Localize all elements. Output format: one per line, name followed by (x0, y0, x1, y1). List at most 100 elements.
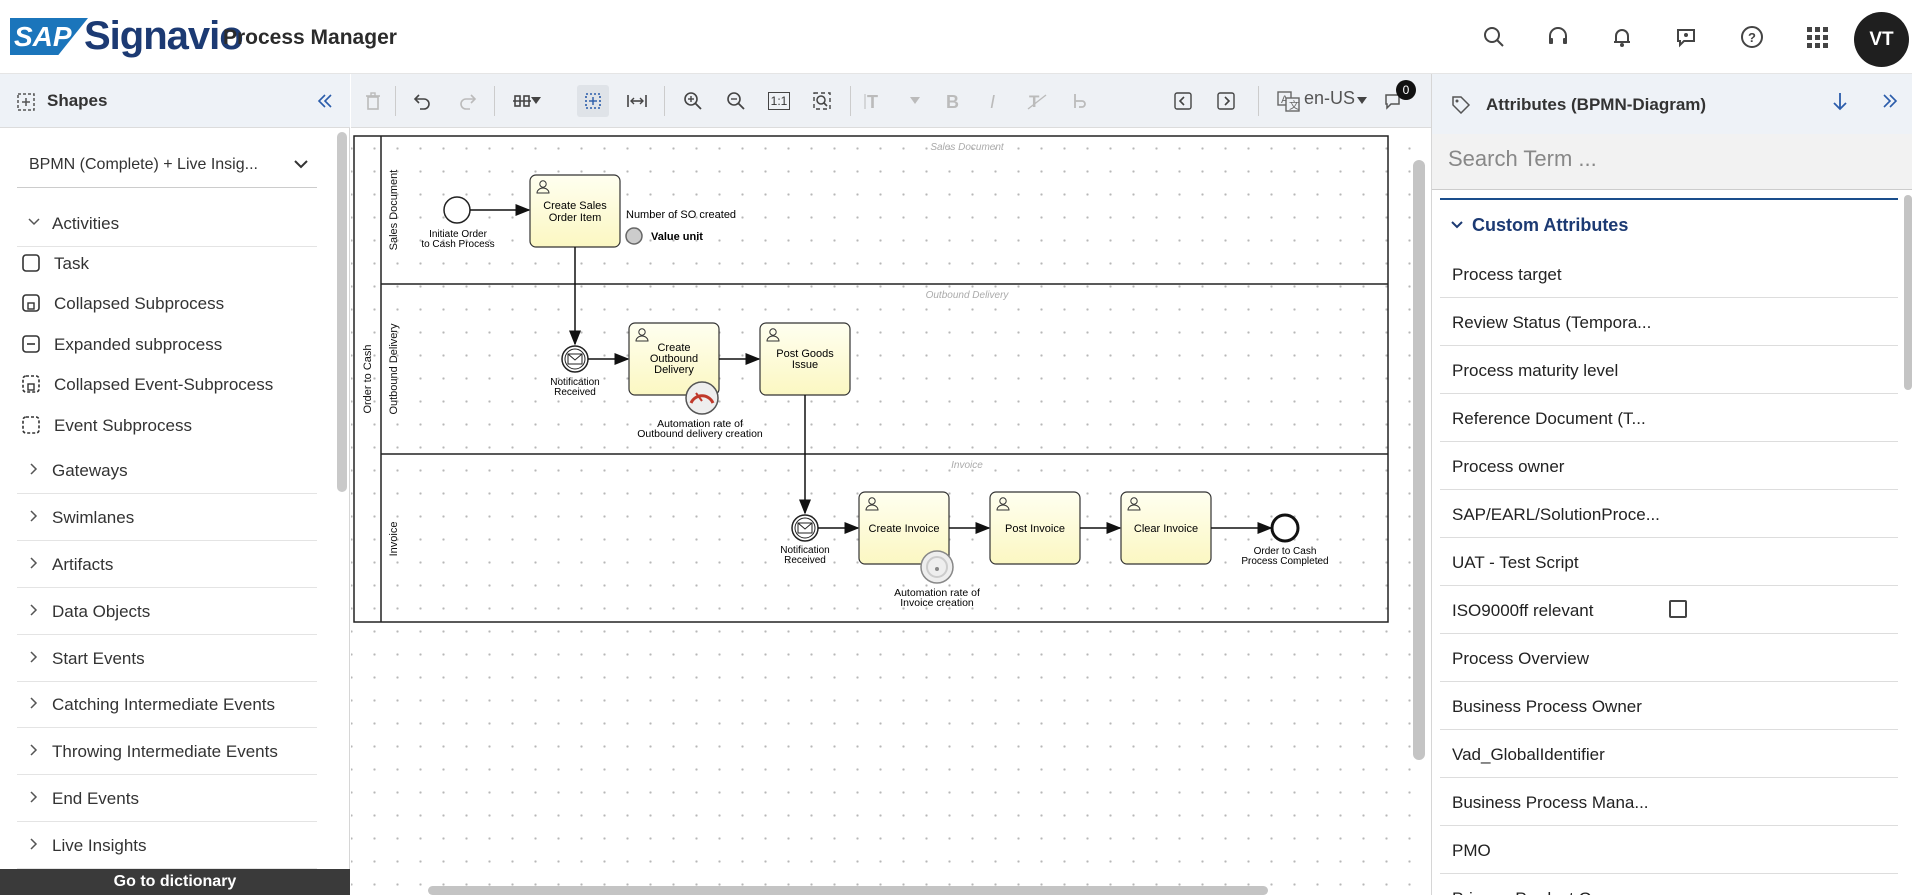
support-headset-icon[interactable] (1540, 19, 1576, 55)
category-throwing-intermediate-events[interactable]: Throwing Intermediate Events (17, 729, 317, 775)
category-swimlanes[interactable]: Swimlanes (17, 495, 317, 541)
zoom-fit-icon[interactable] (806, 85, 838, 117)
shapes-panel-scrollbar[interactable] (337, 132, 347, 492)
attribute-row[interactable]: Process owner (1440, 442, 1898, 490)
app-header: SAP Signavio Process Manager ? VT (0, 0, 1912, 74)
attributes-scrollbar[interactable] (1904, 195, 1912, 390)
automation-label-2: Invoice creation (900, 597, 974, 609)
user-task-icon (865, 497, 879, 511)
help-icon[interactable]: ? (1734, 19, 1770, 55)
attribute-label: Primary Product Owner (1452, 889, 1629, 895)
attribute-row[interactable]: ISO9000ff relevant (1440, 586, 1898, 634)
bold-icon[interactable]: B (936, 85, 968, 117)
collapse-panel-icon[interactable] (316, 92, 334, 115)
notification-label-1: Notification (550, 377, 599, 388)
category-activities[interactable]: Activities (17, 201, 317, 247)
attribute-row[interactable]: PMO (1440, 826, 1898, 874)
attribute-row[interactable]: Reference Document (T... (1440, 394, 1898, 442)
chevron-down-icon (1450, 216, 1464, 237)
chevron-right-icon (27, 695, 41, 709)
language-selector[interactable]: en-US (1304, 88, 1356, 108)
category-live-insights[interactable]: Live Insights (17, 823, 317, 869)
snap-grid-icon[interactable] (577, 85, 609, 117)
iso9000-checkbox[interactable] (1669, 600, 1687, 618)
zoom-actual-size-button[interactable]: 1:1 (763, 85, 795, 117)
attributes-panel-title: Attributes (BPMN-Diagram) (1486, 95, 1707, 114)
expanded-subprocess-icon (22, 335, 40, 353)
pool[interactable] (353, 135, 1389, 623)
go-to-dictionary-button[interactable]: Go to dictionary (0, 869, 350, 895)
attribute-search-input[interactable]: Search Term ... (1432, 134, 1912, 190)
canvas-horizontal-scrollbar[interactable] (428, 886, 1268, 895)
app-grid-icon[interactable] (1799, 19, 1835, 55)
text-style-icon[interactable]: T (859, 85, 891, 117)
attribute-row[interactable]: Process Overview (1440, 634, 1898, 682)
feedback-chat-icon[interactable] (1668, 19, 1704, 55)
notifications-bell-icon[interactable] (1604, 19, 1640, 55)
next-page-icon[interactable] (1210, 85, 1242, 117)
zoom-out-icon[interactable] (720, 85, 752, 117)
notification-label-2: Received (784, 555, 826, 566)
attribute-row[interactable]: Process target (1440, 250, 1898, 298)
task-label: Post Invoice (1005, 523, 1065, 535)
expand-panel-icon[interactable] (1881, 92, 1899, 115)
redo-icon[interactable] (452, 85, 484, 117)
shapes-panel-title: Shapes (47, 91, 108, 110)
category-catching-intermediate-events[interactable]: Catching Intermediate Events (17, 682, 317, 728)
text-style-caret-icon[interactable] (907, 85, 923, 117)
category-end-events[interactable]: End Events (17, 776, 317, 822)
shapes-panel: Shapes BPMN (Complete) + Live Insig... A… (0, 74, 350, 895)
svg-text:文: 文 (1289, 99, 1299, 112)
align-shapes-icon[interactable] (506, 85, 538, 117)
zoom-in-icon[interactable] (677, 85, 709, 117)
custom-attributes-section[interactable]: Custom Attributes (1440, 200, 1898, 250)
end-event[interactable] (1270, 513, 1300, 543)
canvas-vertical-scrollbar[interactable] (1413, 160, 1425, 760)
text-color-icon[interactable] (1064, 85, 1096, 117)
language-caret-icon[interactable] (1354, 85, 1370, 117)
category-label: Start Events (52, 649, 145, 668)
category-data-objects[interactable]: Data Objects (17, 589, 317, 635)
task-icon (22, 254, 40, 272)
attribute-label: Review Status (Tempora... (1452, 313, 1652, 332)
attribute-label: Process owner (1452, 457, 1565, 476)
svg-text:I: I (990, 92, 995, 111)
shape-label: Collapsed Subprocess (54, 294, 225, 313)
so-created-note: Number of SO created (626, 209, 736, 221)
category-artifacts[interactable]: Artifacts (17, 542, 317, 588)
lane-watermark-sales: Sales Document (930, 142, 1005, 153)
attribute-row[interactable]: Review Status (Tempora... (1440, 298, 1898, 346)
undo-icon[interactable] (406, 85, 438, 117)
text-format-icon[interactable]: T (1021, 85, 1053, 117)
user-avatar[interactable]: VT (1854, 12, 1909, 67)
distribute-horizontal-icon[interactable] (621, 85, 653, 117)
stencil-select[interactable]: BPMN (Complete) + Live Insig... (17, 146, 317, 188)
svg-text:T: T (867, 92, 878, 111)
attribute-row[interactable]: Business Process Mana... (1440, 778, 1898, 826)
chevron-right-icon (27, 508, 41, 522)
attribute-row[interactable]: SAP/EARL/SolutionProce... (1440, 490, 1898, 538)
attribute-row[interactable]: Process maturity level (1440, 346, 1898, 394)
shape-label: Task (54, 254, 89, 273)
lane-label-delivery: Outbound Delivery (388, 323, 400, 415)
end-event-label-1: Order to Cash (1254, 546, 1317, 557)
attribute-row[interactable]: Business Process Owner (1440, 682, 1898, 730)
attribute-row[interactable]: UAT - Test Script (1440, 538, 1898, 586)
category-start-events[interactable]: Start Events (17, 636, 317, 682)
chevron-right-icon (27, 461, 41, 475)
category-gateways[interactable]: Gateways (17, 448, 317, 494)
chevron-right-icon (27, 649, 41, 663)
align-dropdown-caret-icon[interactable] (528, 85, 544, 117)
task-label: Clear Invoice (1134, 523, 1198, 535)
arrow-down-icon[interactable] (1831, 91, 1849, 118)
italic-icon[interactable]: I (979, 85, 1011, 117)
attribute-row[interactable]: Primary Product Owner (1440, 874, 1898, 895)
delete-icon[interactable] (357, 85, 389, 117)
diagram-canvas[interactable]: Order to Cash Sales Document Outbound De… (351, 129, 1431, 895)
previous-page-icon[interactable] (1167, 85, 1199, 117)
start-event[interactable] (443, 196, 471, 224)
attribute-row[interactable]: Vad_GlobalIdentifier (1440, 730, 1898, 778)
search-icon[interactable] (1476, 19, 1512, 55)
